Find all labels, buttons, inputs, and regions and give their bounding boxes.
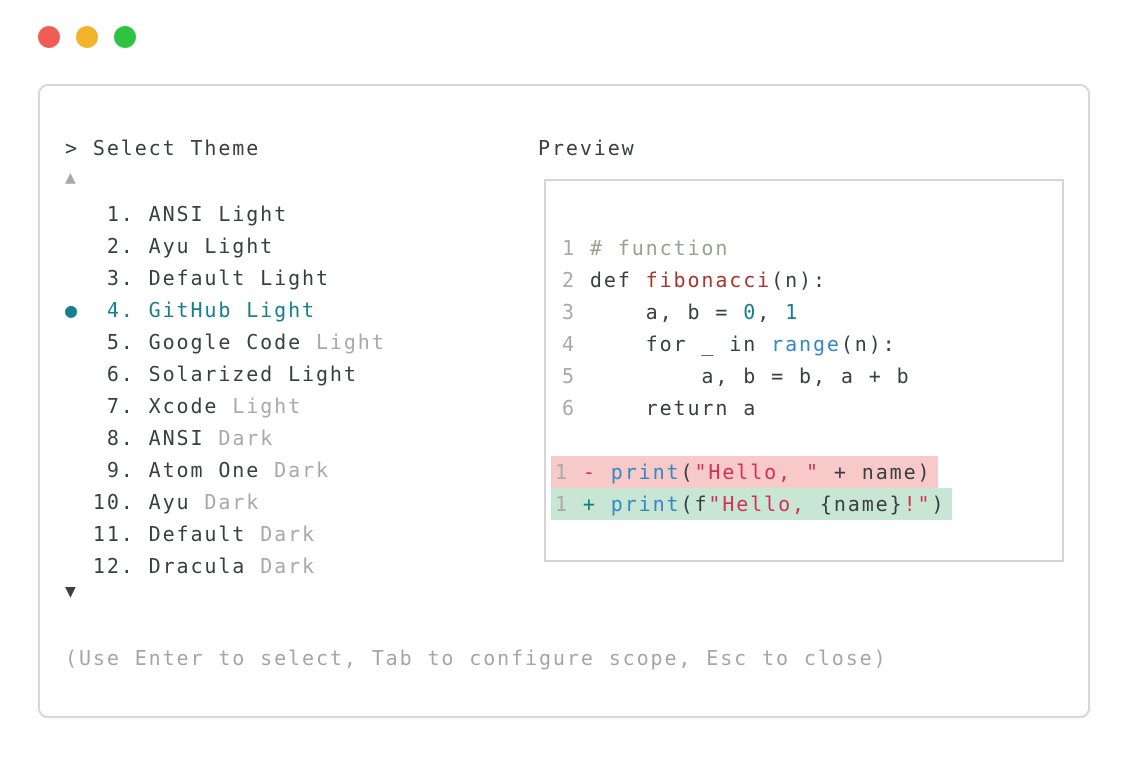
theme-name: Default xyxy=(148,522,261,546)
item-number: 12. xyxy=(65,554,149,578)
theme-list-item[interactable]: 5. Google Code Light xyxy=(65,326,386,358)
theme-name: Solarized Light xyxy=(148,362,358,386)
item-number: 6. xyxy=(65,362,149,386)
window-controls xyxy=(38,26,136,48)
theme-name: Dark xyxy=(218,426,275,450)
code-line: 3 a, b = 0, 1 xyxy=(551,296,952,328)
theme-name: Dark xyxy=(260,554,316,578)
code-line: 5 a, b = b, a + b xyxy=(551,360,952,392)
scroll-down-icon[interactable]: ▼ xyxy=(65,581,78,602)
theme-name: Default Light xyxy=(148,266,330,290)
item-number: 1. xyxy=(65,202,149,226)
code-token: 0 xyxy=(743,300,758,324)
theme-list-item[interactable]: 12. Dracula Dark xyxy=(65,550,386,582)
theme-list-item[interactable]: 6. Solarized Light xyxy=(65,358,386,390)
theme-list-item[interactable]: ● 4. GitHub Light xyxy=(65,294,386,326)
theme-list-item[interactable]: 11. Default Dark xyxy=(65,518,386,550)
code-token: + xyxy=(582,492,611,516)
code-token: ) xyxy=(931,492,946,516)
item-number: 7. xyxy=(65,394,149,418)
item-number: 8. xyxy=(65,426,149,450)
code-token: # function xyxy=(589,236,730,260)
code-token: , xyxy=(757,300,786,324)
theme-name: Dark xyxy=(260,522,316,546)
code-token: a, b = b, a + b xyxy=(589,364,911,388)
theme-name: Xcode xyxy=(148,394,233,418)
code-token: 4 xyxy=(562,332,590,356)
code-token: - xyxy=(582,460,611,484)
theme-list-item[interactable]: 2. Ayu Light xyxy=(65,230,386,262)
theme-list-item[interactable]: 10. Ayu Dark xyxy=(65,486,386,518)
code-blank-line xyxy=(551,424,952,456)
code-token: 1 xyxy=(562,236,590,260)
code-token: "Hello, xyxy=(708,492,820,516)
theme-name: Atom One xyxy=(148,458,275,482)
code-line: 6 return a xyxy=(551,392,952,424)
theme-name: Ayu Light xyxy=(148,234,275,258)
item-number: 11. xyxy=(65,522,149,546)
item-number: 3. xyxy=(65,266,149,290)
code-token: a, b = xyxy=(589,300,744,324)
code-token: !" xyxy=(903,492,932,516)
item-number: 2. xyxy=(65,234,149,258)
code-token: {name} xyxy=(819,492,904,516)
code-line: 4 for _ in range(n): xyxy=(551,328,952,360)
selected-bullet: ● 4. xyxy=(65,298,149,322)
preview-title: Preview xyxy=(538,136,636,160)
help-text: (Use Enter to select, Tab to configure s… xyxy=(65,646,888,670)
code-line: 2 def fibonacci(n): xyxy=(551,264,952,296)
diff-added-line: 1 + print(f"Hello, {name}!") xyxy=(551,488,953,520)
code-token: 6 xyxy=(562,396,590,420)
theme-name: Dark xyxy=(274,458,330,482)
code-token: print xyxy=(610,460,681,484)
code-token: 1 xyxy=(555,460,583,484)
code-token: for _ in xyxy=(589,332,772,356)
theme-list-item[interactable]: 3. Default Light xyxy=(65,262,386,294)
theme-name: Dark xyxy=(204,490,261,514)
select-theme-prompt: > Select Theme xyxy=(65,136,261,160)
theme-name: Ayu xyxy=(148,490,205,514)
code-token: (n): xyxy=(771,268,827,292)
code-token: fibonacci xyxy=(645,268,772,292)
code-token: 5 xyxy=(562,364,590,388)
code-token: (n): xyxy=(840,332,897,356)
theme-name: ANSI Light xyxy=(148,202,289,226)
item-number: 9. xyxy=(65,458,149,482)
theme-name: ANSI xyxy=(148,426,219,450)
code-token: print xyxy=(610,492,681,516)
theme-name: Google Code xyxy=(148,330,316,354)
code-token: "Hello, " xyxy=(694,460,820,484)
theme-list-item[interactable]: 8. ANSI Dark xyxy=(65,422,386,454)
theme-list-item[interactable]: 7. Xcode Light xyxy=(65,390,386,422)
code-token: (f xyxy=(680,492,709,516)
code-token: + name) xyxy=(819,460,932,484)
theme-name: Light xyxy=(315,330,386,354)
item-number: 10. xyxy=(65,490,149,514)
theme-list: 1. ANSI Light 2. Ayu Light 3. Default Li… xyxy=(65,198,386,582)
code-token: 3 xyxy=(562,300,590,324)
scroll-up-icon[interactable]: ▲ xyxy=(65,167,78,188)
close-button-icon[interactable] xyxy=(38,26,60,48)
diff-removed-line: 1 - print("Hello, " + name) xyxy=(551,456,939,488)
theme-name: Dracula xyxy=(148,554,261,578)
theme-list-item[interactable]: 1. ANSI Light xyxy=(65,198,386,230)
theme-name: Light xyxy=(232,394,303,418)
code-token: ( xyxy=(680,460,695,484)
code-line: 1 # function xyxy=(551,232,952,264)
minimize-button-icon[interactable] xyxy=(76,26,98,48)
theme-picker-window: > Select Theme ▲ 1. ANSI Light 2. Ayu Li… xyxy=(38,84,1090,718)
code-token: def xyxy=(589,268,646,292)
code-token: 2 xyxy=(562,268,590,292)
code-token: 1 xyxy=(785,300,800,324)
code-token: range xyxy=(771,332,841,356)
item-number: 5. xyxy=(65,330,149,354)
code-token: return a xyxy=(589,396,758,420)
theme-list-item[interactable]: 9. Atom One Dark xyxy=(65,454,386,486)
zoom-button-icon[interactable] xyxy=(114,26,136,48)
code-token: 1 xyxy=(555,492,583,516)
theme-name: GitHub Light xyxy=(148,298,316,322)
